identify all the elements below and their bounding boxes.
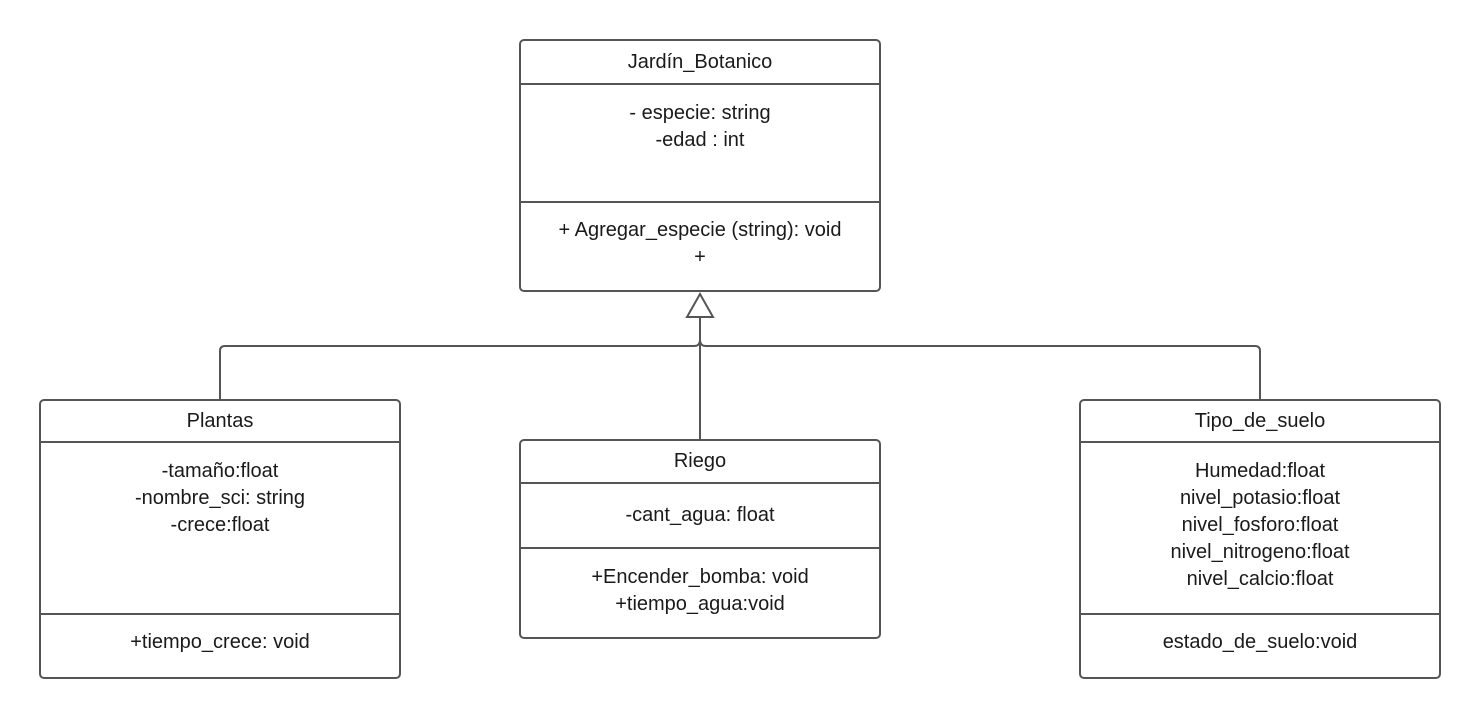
operation: +tiempo_agua:void [615,593,785,615]
connector-tipo-de-suelo [699,339,1261,399]
attribute: nivel_calcio:float [1186,568,1334,590]
operation: + [694,246,706,268]
class-operations: +tiempo_crece: void [41,615,399,677]
attribute: nivel_potasio:float [1179,487,1341,509]
connector-plantas [219,339,701,399]
attribute: -crece:float [170,514,270,536]
class-jardin-botanico[interactable]: Jardín_Botanico - especie: string -edad … [519,39,881,292]
class-riego[interactable]: Riego -cant_agua: float +Encender_bomba:… [519,439,881,639]
operation: + Agregar_especie (string): void [558,219,842,241]
class-tipo-de-suelo[interactable]: Tipo_de_suelo Humedad:float nivel_potasi… [1079,399,1441,679]
attribute: -nombre_sci: string [134,487,306,509]
class-name: Tipo_de_suelo [1081,401,1439,443]
class-name: Plantas [41,401,399,443]
attribute: - especie: string [629,102,771,124]
operation: +tiempo_crece: void [130,631,310,653]
class-operations: + Agregar_especie (string): void + [521,203,879,290]
class-name: Riego [521,441,879,484]
class-operations: estado_de_suelo:void [1081,615,1439,677]
operation: estado_de_suelo:void [1162,631,1358,653]
class-name: Jardín_Botanico [521,41,879,85]
attribute: nivel_nitrogeno:float [1170,541,1350,563]
generalization-arrowhead [685,291,715,318]
attribute: -tamaño:float [161,460,279,482]
class-plantas[interactable]: Plantas -tamaño:float -nombre_sci: strin… [39,399,401,679]
class-operations: +Encender_bomba: void +tiempo_agua:void [521,549,879,637]
class-attributes: -tamaño:float -nombre_sci: string -crece… [41,443,399,615]
class-attributes: Humedad:float nivel_potasio:float nivel_… [1081,443,1439,615]
attribute: Humedad:float [1194,460,1326,482]
attribute: nivel_fosforo:float [1181,514,1339,536]
class-attributes: -cant_agua: float [521,484,879,549]
class-attributes: - especie: string -edad : int [521,85,879,203]
attribute: -edad : int [655,129,745,151]
operation: +Encender_bomba: void [591,566,809,588]
attribute: -cant_agua: float [625,504,775,526]
